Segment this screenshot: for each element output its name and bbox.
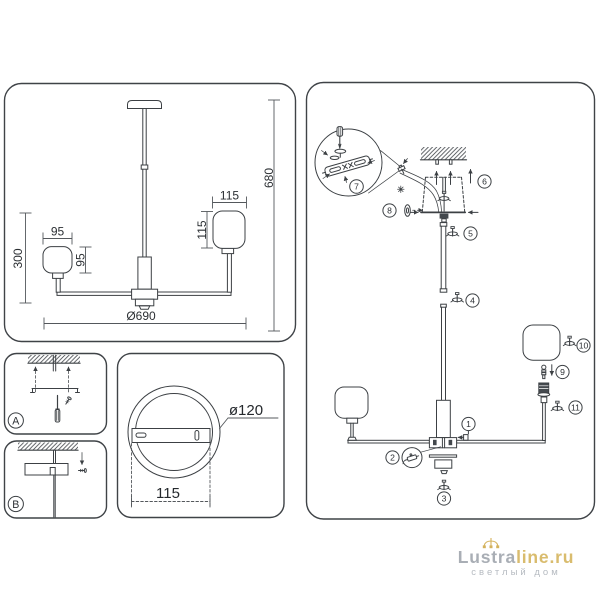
ceiling-hatch [18,442,78,450]
part-callout-9: 9 [560,367,565,377]
canopy-drawing [127,385,279,508]
canopy-plate [24,463,69,476]
canopy-outer-circle [127,385,221,479]
upper-rod [439,222,448,293]
bottom-plate [428,454,458,458]
exploded-drawing [314,126,577,491]
step-b-badge [7,495,24,513]
finial-box [434,459,453,469]
step-a-label: A [12,415,20,427]
screwdriver-icon [54,394,61,423]
power-wire [400,168,442,213]
step-a-badge [7,412,24,429]
part-callout-7: 7 [354,182,359,192]
left-shade [42,246,73,274]
brand-name: Lustraline.ru [442,548,590,566]
canopy-assembly [404,169,479,223]
brand-name-primary: Lustra [457,547,517,567]
front-view-panel-border [3,82,297,343]
chandelier-icon [482,538,500,549]
part-callout-1: 1 [466,419,471,429]
step-b-drawing [17,442,87,518]
dim-canopy-diameter: ø120 [229,402,263,419]
center-body [436,399,451,439]
part-callout-3: 3 [442,494,447,504]
panel-mount-step-b: B [3,440,108,519]
brand-name-secondary: line.ru [516,547,575,567]
front-view-dimensions [19,99,280,332]
left-arm [347,439,430,444]
panel-mount-step-a: A [3,352,108,435]
part-callout-10: 10 [579,341,589,351]
right-shade-assembly [522,324,561,404]
panel-exploded-view: 1 2 3 4 5 6 7 8 9 10 11 [305,81,596,520]
part-callout-11: 11 [571,403,580,413]
left-shade-assembly [334,386,369,441]
step-a-drawing [27,354,81,423]
lower-rod [440,303,447,401]
dim-large-shade-height: 115 [195,220,209,239]
mounting-bar [131,428,211,443]
panel-front-view: 680 300 Ø690 95 95 115 115 [3,82,297,343]
dim-bracket-width: 115 [156,485,180,502]
part-callout-8: 8 [387,206,392,216]
brand-tagline: светлый дом [471,567,561,579]
ceiling-canopy [127,100,162,109]
wire-terminal [397,164,406,174]
part-callout-5: 5 [468,229,473,239]
center-hub [428,437,458,449]
detail-bubble-7 [314,126,383,197]
ceiling-hatch [28,355,80,363]
twist-mark [397,185,405,193]
right-shade [212,210,246,249]
lamp-socket [538,382,550,394]
dim-total-height: 680 [262,168,276,188]
ring-part-8 [404,204,411,217]
center-body [137,256,152,290]
dim-arm-drop: 300 [11,248,25,268]
chandelier-front-drawing [42,100,246,310]
detail-bubble-2 [401,446,441,469]
rod-joint [140,164,149,170]
screwdriver-icon [336,126,344,150]
dim-span-diameter: Ø690 [126,309,156,323]
step-b-label: B [12,499,19,511]
right-arm-stem [542,402,546,442]
center-hub [131,288,159,300]
side-screw-icon [78,468,87,473]
dim-small-shade-height: 95 [74,253,88,267]
brand-watermark: Lustraline.ru светлый дом [442,538,590,578]
panel-canopy-bottom-view: ø120 115 [116,352,285,519]
ceiling-hatch [421,147,466,160]
dim-large-shade-width: 115 [220,189,239,203]
part-callout-2: 2 [390,453,395,463]
part-callout-6: 6 [482,177,487,187]
set-screw-part-1 [463,434,469,441]
screw-icon [65,396,72,405]
right-arm [456,439,546,444]
part-callout-4: 4 [470,296,475,306]
dim-small-shade-width: 95 [51,225,65,239]
part-callouts: 1 2 3 4 5 6 7 8 9 10 11 [349,174,591,506]
